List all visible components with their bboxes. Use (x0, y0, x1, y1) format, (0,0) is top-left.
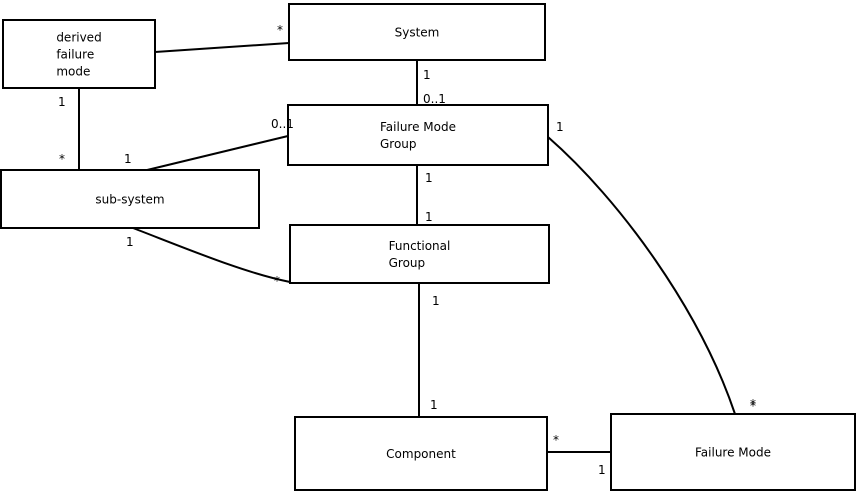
multiplicity-failure-mode-left-star: * (750, 399, 756, 413)
class-node-component[interactable]: Component (294, 416, 548, 491)
class-box-failure-mode[interactable] (610, 413, 856, 491)
association-derived-failure-mode-system[interactable] (154, 42, 290, 53)
class-label-sub-system: sub-system (95, 193, 164, 207)
multiplicity-sub-system-down-star: * (274, 274, 280, 288)
class-box-functional-group[interactable] (289, 224, 550, 284)
class-box-component[interactable] (294, 416, 548, 491)
multiplicity-system-zero-one: 0..1 (423, 92, 446, 106)
multiplicity-labels: * 1 0..1 1 * 1 0..1 1 1 1 1 * 1 1 * 1 * … (58, 23, 756, 477)
multiplicity-failure-mode-group-top-one: 1 (58, 95, 66, 109)
association-sub-system-failure-mode-group[interactable] (142, 135, 289, 172)
multiplicity-failure-mode-group-left-one: 1 (425, 171, 433, 185)
class-label-derived-failure-mode-line-3: mode (56, 65, 90, 79)
multiplicity-failure-mode-top-star: * (750, 397, 756, 411)
class-box-sub-system[interactable] (0, 169, 260, 229)
association-failure-mode-group-failure-mode[interactable] (547, 136, 736, 415)
multiplicity-system-one: 1 (423, 68, 431, 82)
multiplicity-derived-failure-mode-down-star: * (59, 152, 65, 166)
class-node-functional-group[interactable]: Functional Group (289, 224, 550, 284)
class-node-failure-mode-group[interactable]: Failure Mode Group (287, 104, 549, 166)
multiplicity-failure-mode-group-right-one: 1 (126, 235, 134, 249)
association-edges (78, 42, 736, 453)
class-node-sub-system[interactable]: sub-system (0, 169, 260, 229)
class-boxes: derived failure mode System Failure Mode… (0, 3, 856, 491)
multiplicity-functional-group-left-one: 1 (432, 294, 440, 308)
class-node-derived-failure-mode[interactable]: derived failure mode (2, 19, 156, 89)
class-label-failure-mode: Failure Mode (695, 446, 771, 460)
class-label-system: System (395, 26, 440, 40)
multiplicity-functional-group-up-one: 1 (556, 120, 564, 134)
multiplicity-functional-group-down-one: 1 (430, 398, 438, 412)
multiplicity-failure-mode-group-down-one: 1 (425, 210, 433, 224)
multiplicity-derived-failure-mode-star: * (277, 23, 283, 37)
class-label-functional-group-line-1: Functional (389, 239, 451, 253)
class-box-failure-mode-group[interactable] (287, 104, 549, 166)
class-box-system[interactable] (288, 3, 546, 61)
multiplicity-sub-system-zero-one: 0..1 (271, 117, 294, 131)
class-box-derived-failure-mode[interactable] (2, 19, 156, 89)
multiplicity-component-up-star: * (553, 433, 559, 447)
class-label-component: Component (386, 447, 456, 461)
class-node-failure-mode[interactable]: Failure Mode (610, 413, 856, 491)
class-label-derived-failure-mode-line-1: derived (56, 31, 101, 45)
class-node-system[interactable]: System (288, 3, 546, 61)
class-label-failure-mode-group-line-2: Group (380, 137, 417, 151)
class-label-functional-group-line-2: Group (389, 256, 426, 270)
class-label-failure-mode-group-line-1: Failure Mode (380, 120, 456, 134)
multiplicity-sub-system-up-one: 1 (124, 152, 132, 166)
multiplicity-component-right-one: 1 (598, 463, 606, 477)
association-sub-system-functional-group[interactable] (132, 227, 291, 283)
class-label-derived-failure-mode-line-2: failure (56, 48, 94, 62)
